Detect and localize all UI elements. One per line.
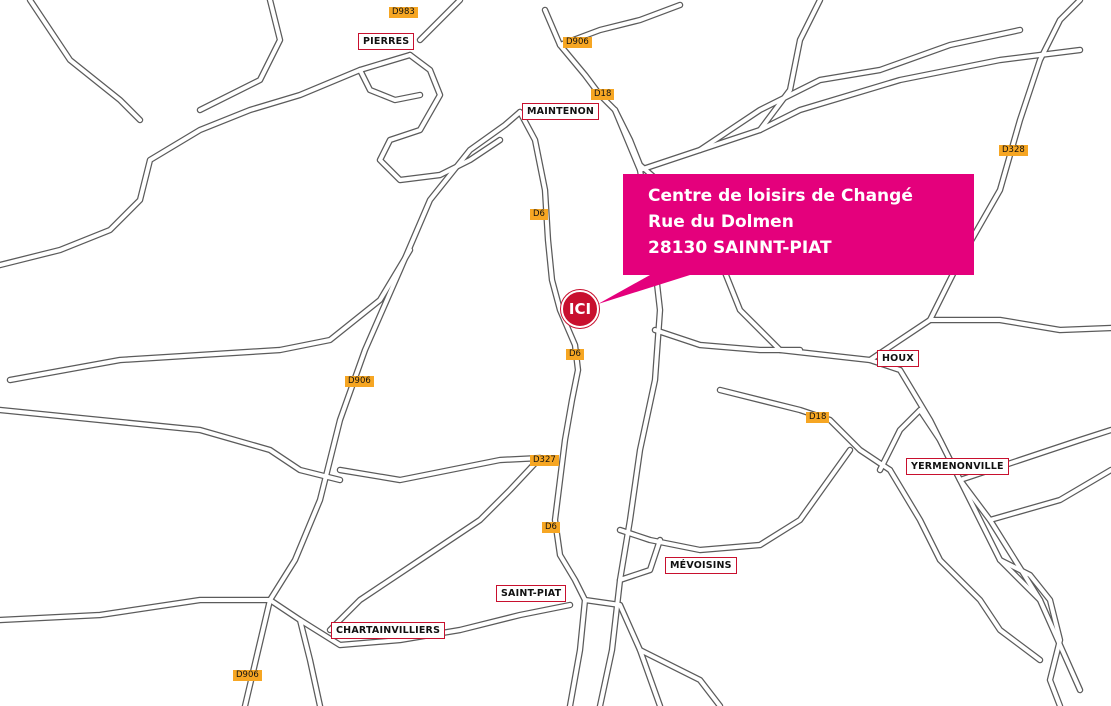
location-marker[interactable]: ICI — [561, 290, 599, 328]
road — [613, 108, 1082, 692]
town-label-houx: HOUX — [877, 350, 919, 367]
callout-title: Centre de loisirs de Changé — [648, 186, 913, 206]
road — [0, 408, 342, 482]
town-label-mevoisins: MÉVOISINS — [665, 557, 737, 574]
road — [198, 0, 282, 112]
road — [878, 408, 1042, 602]
callout-postal: 28130 SAINNT-PIAT — [648, 238, 832, 258]
road — [543, 8, 617, 112]
town-label-maintenon: MAINTENON — [522, 103, 600, 120]
road-label-d18: D18 — [806, 412, 830, 423]
road-label-d6: D6 — [530, 209, 548, 220]
road — [583, 598, 662, 706]
road — [518, 110, 587, 706]
road — [378, 53, 502, 182]
road-label-d906: D906 — [563, 37, 592, 48]
road — [0, 598, 572, 647]
road — [653, 328, 802, 352]
road-label-d983: D983 — [389, 7, 418, 18]
road — [618, 448, 852, 552]
town-label-pierres: PIERRES — [358, 33, 415, 50]
town-label-saint-piat: SAINT-PIAT — [496, 585, 567, 602]
road — [338, 456, 542, 482]
road-label-d18: D18 — [591, 89, 615, 100]
road — [888, 468, 1042, 662]
road — [718, 388, 892, 472]
road-label-d906: D906 — [345, 376, 374, 387]
road — [28, 0, 142, 122]
road — [618, 538, 662, 582]
town-label-chartainvilliers: CHARTAINVILLIERS — [331, 622, 446, 639]
road — [928, 318, 1111, 332]
road-label-d6: D6 — [566, 349, 584, 360]
road — [358, 68, 422, 102]
road — [998, 558, 1062, 706]
callout-street: Rue du Dolmen — [648, 212, 794, 232]
address-callout: Centre de loisirs de Changé Rue du Dolme… — [623, 174, 974, 275]
road — [418, 0, 462, 42]
road — [243, 110, 522, 706]
road — [988, 468, 1111, 522]
road-label-d328: D328 — [999, 145, 1028, 156]
road-label-d327: D327 — [530, 455, 559, 466]
road — [698, 28, 1022, 152]
road — [638, 648, 722, 706]
road — [328, 456, 542, 632]
road — [298, 618, 322, 706]
road — [0, 53, 412, 267]
road-label-d906: D906 — [233, 670, 262, 681]
road-label-d6: D6 — [542, 522, 560, 533]
road — [758, 0, 822, 132]
town-label-yermenonville: YERMENONVILLE — [906, 458, 1009, 475]
road — [8, 248, 412, 382]
